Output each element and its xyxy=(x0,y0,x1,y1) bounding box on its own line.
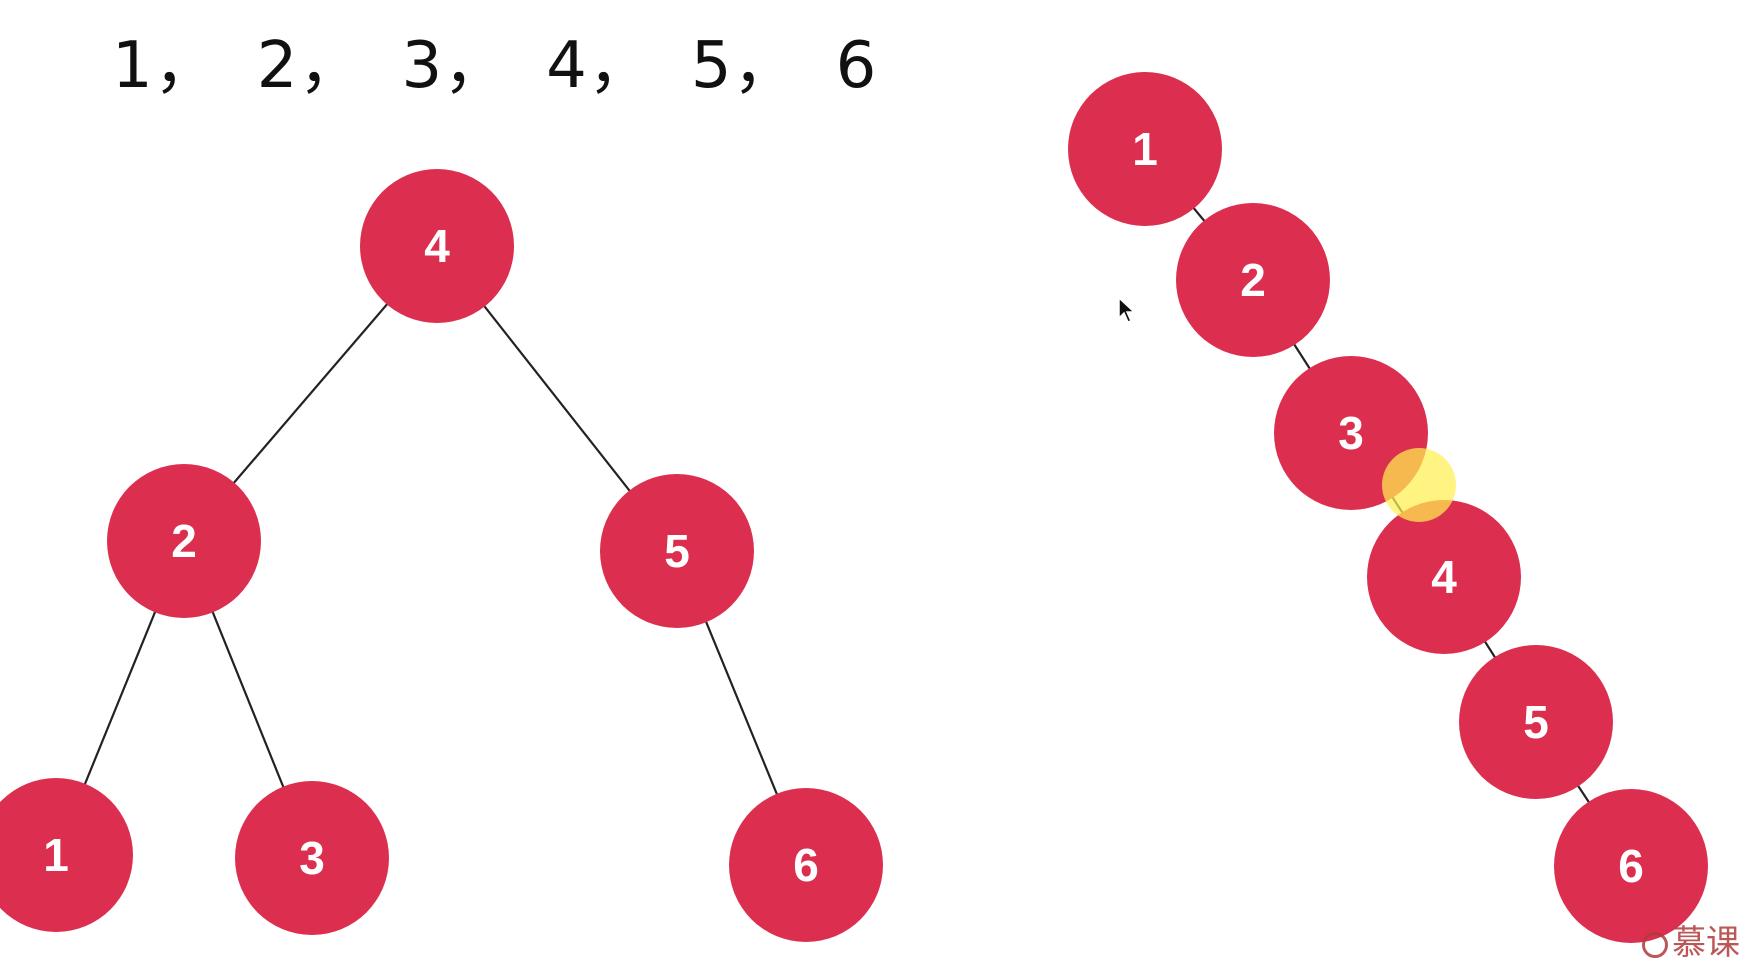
node-circle xyxy=(1176,203,1330,357)
node-label: 5 xyxy=(664,525,690,577)
node-label: 2 xyxy=(1240,254,1266,306)
balanced-tree-node-1: 1 xyxy=(0,778,133,932)
node-circle xyxy=(729,788,883,942)
nodes-layer: 4 2 5 1 3 6 1 2 3 4 5 6 xyxy=(0,72,1708,943)
click-highlight xyxy=(1382,448,1456,522)
degenerate-tree-node-4: 4 xyxy=(1367,500,1521,654)
node-circle xyxy=(107,464,261,618)
balanced-tree-node-4: 4 xyxy=(360,169,514,323)
balanced-tree-node-2: 2 xyxy=(107,464,261,618)
node-circle xyxy=(0,778,133,932)
node-label: 4 xyxy=(1431,551,1457,603)
sequence-item: 6 xyxy=(835,29,878,103)
degenerate-tree-node-1: 1 xyxy=(1068,72,1222,226)
balanced-tree-node-5: 5 xyxy=(600,474,754,628)
sequence-item: 4， xyxy=(546,29,653,103)
degenerate-tree-node-2: 2 xyxy=(1176,203,1330,357)
balanced-tree-node-6: 6 xyxy=(729,788,883,942)
sequence-item: 5， xyxy=(690,29,798,103)
mouse-cursor-icon xyxy=(1118,296,1136,323)
node-label: 1 xyxy=(1132,123,1158,175)
sequence-item: 3， xyxy=(401,29,509,103)
balanced-tree-node-3: 3 xyxy=(235,781,389,935)
node-circle xyxy=(360,169,514,323)
sequence-item: 1， xyxy=(112,29,219,103)
watermark-logo-icon xyxy=(1642,932,1668,958)
node-label: 4 xyxy=(424,220,450,272)
node-label: 6 xyxy=(793,839,819,891)
watermark: 慕课 xyxy=(1642,915,1740,964)
node-circle xyxy=(1554,789,1708,943)
insertion-sequence: 1， 2， 3， 4， 5， 6 xyxy=(112,14,877,106)
sequence-item: 2， xyxy=(256,29,364,103)
watermark-text: 慕课 xyxy=(1672,923,1740,963)
node-label: 1 xyxy=(43,829,69,881)
node-circle xyxy=(235,781,389,935)
node-label: 2 xyxy=(171,515,197,567)
node-circle xyxy=(600,474,754,628)
degenerate-tree-node-6: 6 xyxy=(1554,789,1708,943)
node-circle xyxy=(1068,72,1222,226)
node-circle xyxy=(1367,500,1521,654)
node-circle xyxy=(1459,645,1613,799)
node-label: 3 xyxy=(299,832,325,884)
node-label: 6 xyxy=(1618,840,1644,892)
node-label: 3 xyxy=(1338,407,1364,459)
node-label: 5 xyxy=(1523,696,1549,748)
degenerate-tree-node-5: 5 xyxy=(1459,645,1613,799)
